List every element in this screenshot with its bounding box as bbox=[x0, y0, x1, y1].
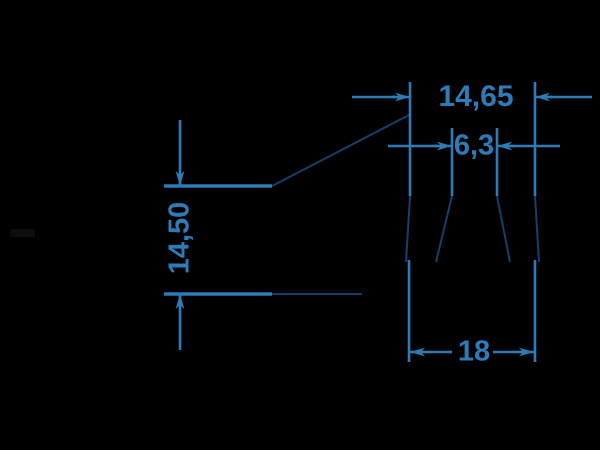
dimension-width-overall-top[interactable]: 14,65 bbox=[352, 80, 592, 113]
edge-flare-a bbox=[405, 195, 411, 263]
extension-lines bbox=[407, 82, 537, 362]
edge-top-slope bbox=[271, 114, 410, 187]
dimension-label-height-overall: 14,50 bbox=[164, 202, 196, 275]
dimension-label-width-inner: 6,3 bbox=[454, 130, 494, 162]
dimension-width-inner[interactable]: 6,3 bbox=[388, 130, 560, 162]
dimension-height-overall[interactable]: 14,50 bbox=[164, 120, 272, 350]
edge-flare-d bbox=[534, 195, 540, 263]
edge-flare-b bbox=[435, 195, 453, 263]
faint-left-mark bbox=[10, 229, 35, 237]
edge-flare-c bbox=[496, 195, 511, 263]
dimension-label-width-overall-top: 14,65 bbox=[438, 80, 513, 113]
dimension-width-base[interactable]: 18 bbox=[410, 336, 534, 368]
dimension-label-width-base: 18 bbox=[458, 336, 490, 368]
